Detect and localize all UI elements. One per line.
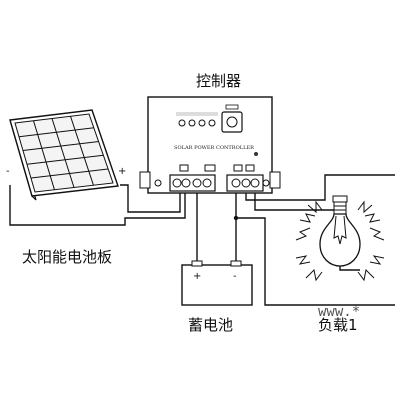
light-rays [295, 200, 385, 282]
controller-switch [221, 104, 243, 133]
bulb-base [332, 195, 348, 215]
battery-label: 蓄电池 [188, 316, 233, 334]
terminal-block-right [226, 174, 264, 192]
controller-logo-dot [254, 152, 258, 156]
bulb-glass [319, 213, 361, 267]
terminal-screw [241, 178, 251, 188]
solar-panel-inner [14, 113, 114, 193]
load-wire-a [245, 174, 395, 201]
light-bulb [295, 195, 385, 282]
terminal-screw [250, 178, 260, 188]
load-label: 负载1 [318, 316, 358, 334]
controller-screw-right [262, 179, 270, 187]
terminal-screw [172, 178, 182, 188]
controller-mount-right [269, 171, 281, 189]
terminal-screw [192, 178, 202, 188]
battery: + - [181, 260, 253, 306]
terminal-block-left [169, 174, 216, 192]
load-wire-b [236, 217, 395, 306]
solar-panel [9, 109, 119, 201]
panel-minus-sign: - [6, 166, 10, 177]
terminal-screw [202, 178, 212, 188]
indicator-light [178, 119, 186, 127]
wiring [9, 174, 395, 306]
indicator-lights [178, 119, 216, 127]
controller-panel-text: SOLAR POWER CONTROLLER [174, 145, 254, 151]
indicator-light [198, 119, 206, 127]
watermark-text: www.* [318, 304, 360, 320]
load-wire-c [254, 192, 341, 211]
controller-label: 控制器 [196, 72, 241, 90]
indicator-light [208, 119, 216, 127]
wire-junction [233, 215, 239, 221]
controller-mount-left [139, 171, 151, 189]
controller-screw-left [154, 179, 162, 187]
controller-unit: SOLAR POWER CONTROLLER [139, 96, 281, 194]
battery-body [181, 264, 253, 306]
indicator-light [188, 119, 196, 127]
panel-positive-wire [120, 184, 181, 213]
battery-plus-sign: + [193, 271, 201, 282]
battery-terminal-negative [230, 260, 242, 267]
terminal-label-marks [179, 164, 255, 172]
bulb-filament [333, 215, 347, 245]
terminal-screw [231, 178, 241, 188]
solar-panel-grid [18, 116, 109, 190]
solar-panel-label: 太阳能电池板 [22, 248, 112, 266]
battery-minus-sign: - [233, 271, 237, 282]
terminal-screw [181, 178, 191, 188]
panel-plus-sign: + [118, 166, 126, 177]
panel-negative-wire [9, 185, 186, 226]
battery-terminal-positive [191, 260, 203, 267]
indicator-caption-strip [176, 112, 218, 116]
